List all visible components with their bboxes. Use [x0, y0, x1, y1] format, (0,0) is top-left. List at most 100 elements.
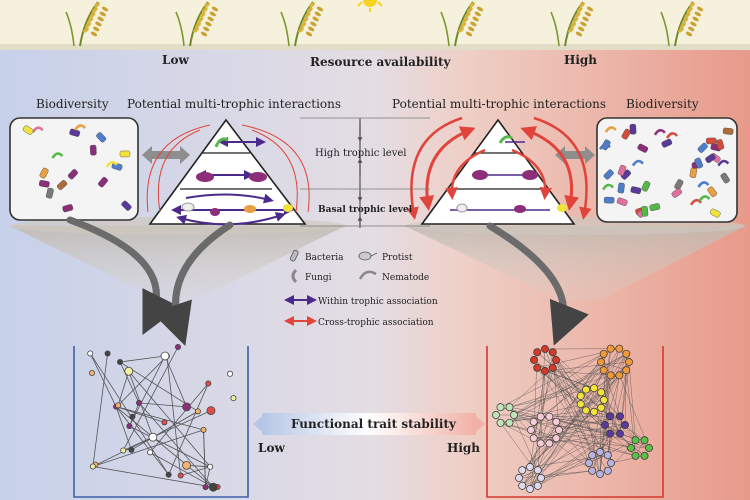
organism [67, 169, 78, 180]
network-node [616, 412, 624, 421]
network-node [510, 411, 518, 419]
network-node [603, 466, 612, 475]
organism [717, 159, 730, 167]
network-node [104, 350, 111, 357]
organism [674, 179, 684, 190]
legend-fungi: Fungi [305, 273, 332, 283]
organism [119, 150, 131, 158]
organism [105, 160, 118, 168]
organism [601, 183, 615, 191]
network-node [182, 402, 192, 412]
organism [631, 159, 644, 167]
organism [697, 181, 710, 188]
network-node [627, 444, 635, 452]
network-node [599, 366, 608, 375]
network-node [496, 403, 505, 412]
network-node [541, 367, 549, 375]
network-node [582, 385, 590, 394]
organism [716, 139, 725, 150]
organism [74, 124, 87, 131]
network-node [536, 439, 545, 448]
network-node [207, 463, 214, 470]
legend-cross-association: Cross-trophic association [318, 318, 434, 328]
organism [617, 182, 625, 194]
flow-arrows [66, 216, 589, 346]
legend-within-association: Within trophic association [318, 297, 438, 307]
network-node [200, 426, 207, 433]
network-node [124, 366, 134, 376]
fungi-icon [291, 268, 298, 284]
network-node [606, 371, 615, 380]
network-node [177, 472, 184, 479]
network-node [128, 446, 135, 453]
network-node [552, 434, 561, 443]
organism [709, 208, 721, 218]
organism [603, 196, 615, 204]
organism [705, 153, 716, 164]
organism [111, 162, 123, 171]
organism [707, 186, 717, 197]
network-node [640, 451, 649, 460]
protist-icon [358, 251, 378, 261]
left-link-arrow [142, 146, 190, 164]
organism [630, 186, 642, 195]
right-biodiversity-label: Biodiversity [626, 97, 699, 111]
network-node [585, 459, 593, 467]
network-node [600, 396, 608, 404]
organism [641, 206, 649, 217]
organism [121, 200, 132, 211]
network-node [182, 460, 191, 470]
organism [98, 177, 108, 188]
network-node [616, 429, 624, 438]
organism [96, 132, 107, 143]
trophic-level-indicator [300, 117, 430, 228]
network-node [115, 402, 122, 409]
network-node [530, 356, 538, 364]
right-biodiversity-box [596, 117, 738, 223]
resource-availability-title: Resource availability [310, 55, 452, 69]
network-node [518, 481, 527, 490]
network-node [596, 470, 604, 478]
left-funnel [10, 226, 345, 300]
organism [694, 157, 704, 169]
network-node [603, 451, 612, 460]
rice-plant-icon [550, 1, 594, 47]
organism [697, 142, 708, 153]
organism [706, 137, 717, 145]
network-node [590, 407, 599, 416]
network-node [576, 391, 585, 400]
network-node [533, 466, 542, 475]
organism [616, 197, 628, 206]
right-cross-trophic-arrows [406, 116, 592, 220]
legend-protist: Protist [382, 253, 413, 263]
network-node [526, 463, 534, 471]
network-node [548, 363, 557, 372]
network-node [625, 358, 633, 366]
network-node [552, 417, 561, 426]
organism [62, 204, 74, 213]
left-biodiversity-label: Biodiversity [36, 97, 109, 111]
network-node [496, 418, 505, 427]
stability-low-label: Low [258, 441, 285, 455]
bacteria-icon [289, 249, 299, 262]
organism [649, 203, 661, 211]
network-node [621, 421, 629, 429]
network-node [541, 345, 549, 353]
basal-trophic-level-label: Basal trophic level [318, 205, 413, 215]
network-node [548, 348, 557, 357]
network-node [529, 417, 538, 426]
organism [604, 126, 617, 133]
sun-icon [357, 0, 383, 12]
network-node [588, 466, 597, 475]
network-node [515, 474, 523, 482]
network-node [89, 463, 96, 470]
network-node [87, 350, 94, 357]
right-funnel [405, 226, 745, 300]
network-node [208, 482, 218, 492]
left-interactions-label: Potential multi-trophic interactions [127, 97, 341, 111]
network-node [615, 344, 624, 353]
stability-bar [253, 413, 485, 435]
network-node [545, 439, 554, 448]
network-node [147, 449, 154, 456]
network-node [606, 344, 615, 353]
